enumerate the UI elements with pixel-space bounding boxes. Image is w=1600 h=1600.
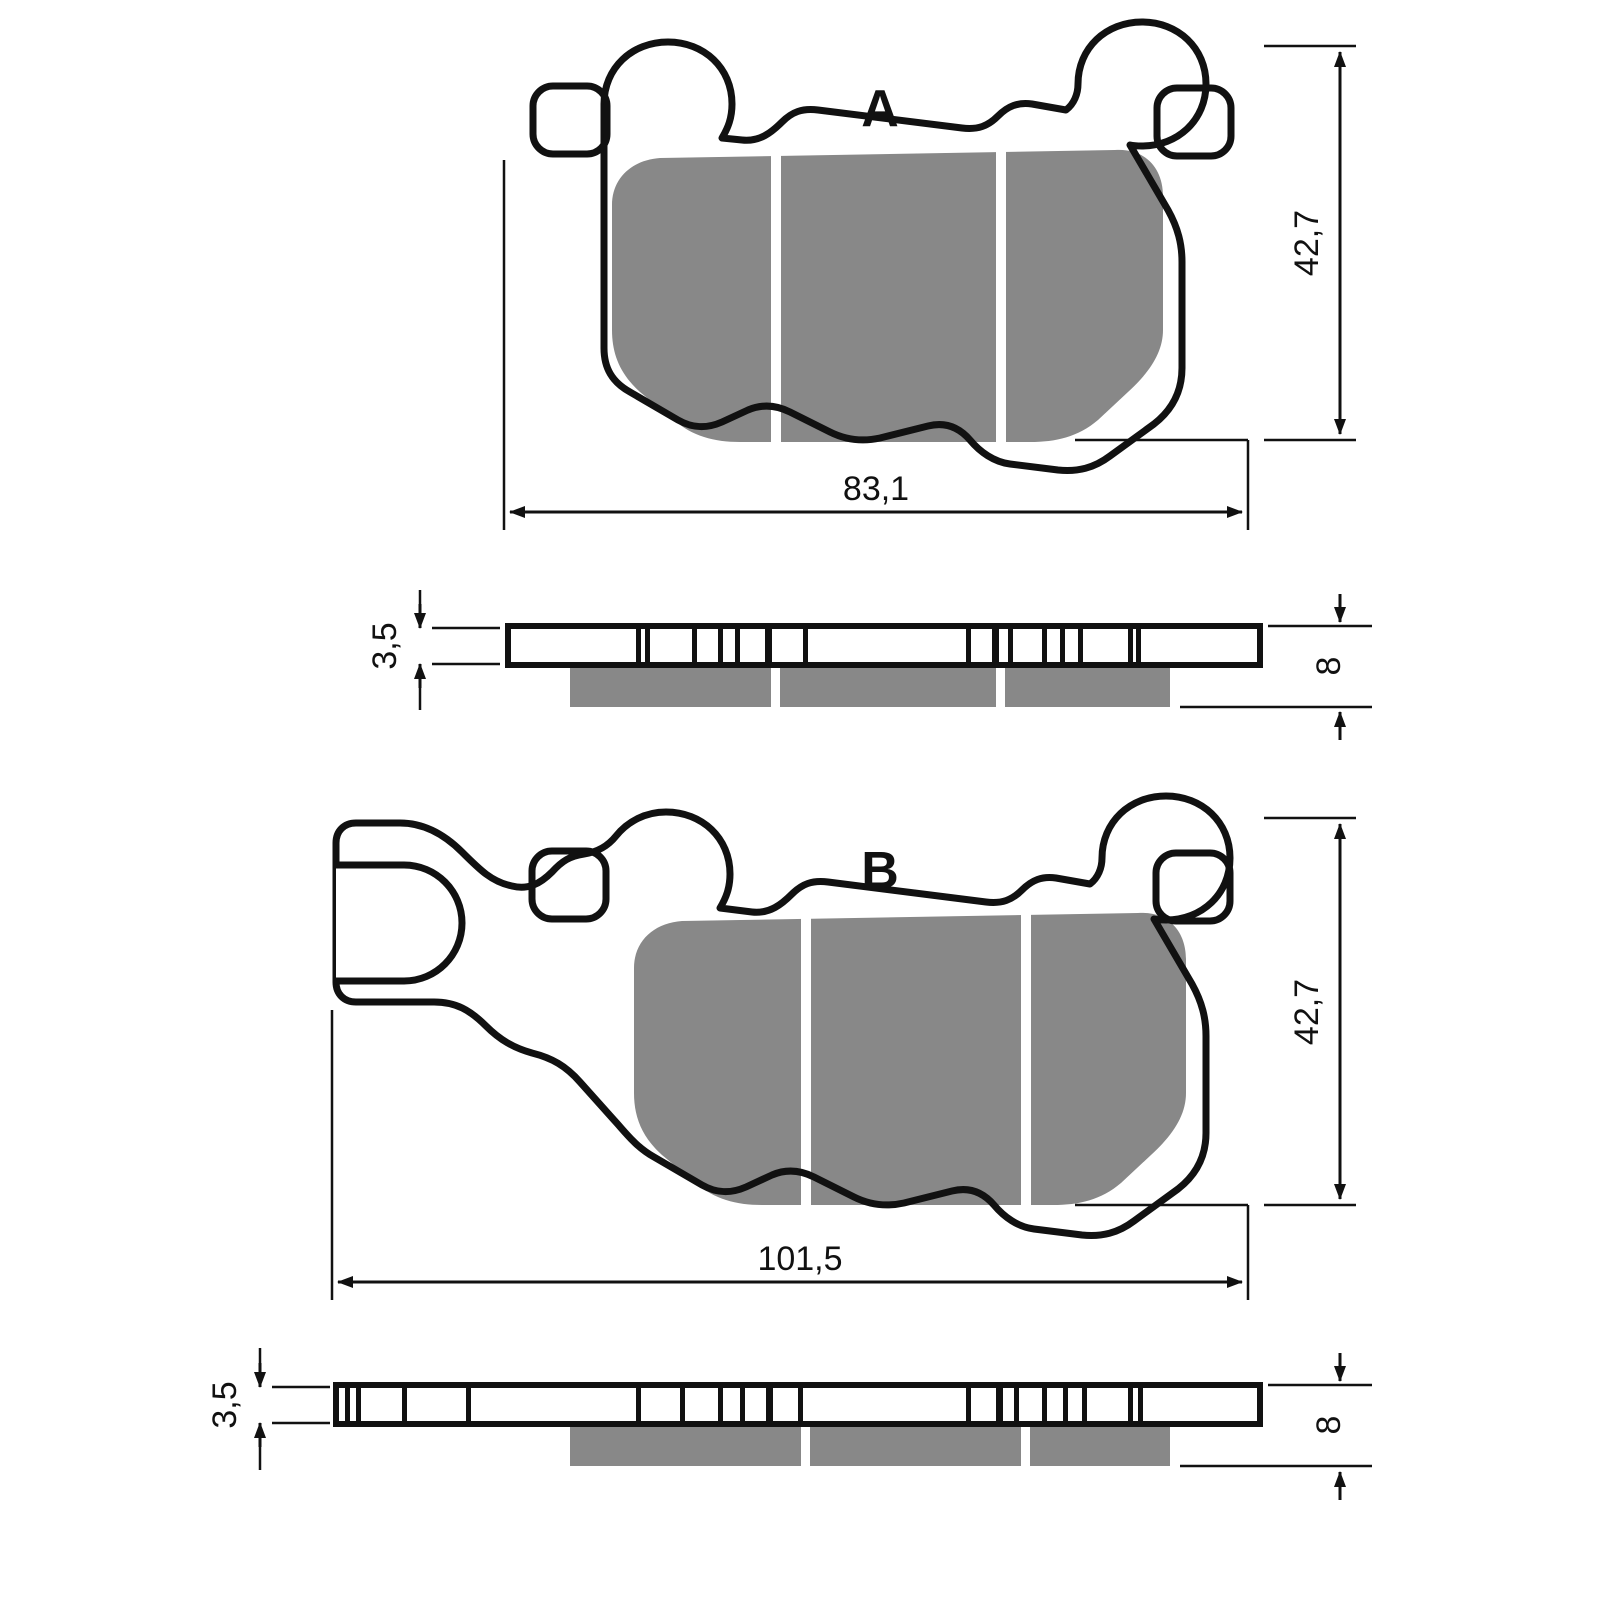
pad-b-friction-material xyxy=(634,911,1186,1207)
pad-b-letter-label: B xyxy=(861,842,899,900)
pad-a-friction-material xyxy=(612,148,1163,444)
pad-a-mount-hole-left xyxy=(529,82,611,158)
pad-a-plate-thickness-dimension: 3,5 xyxy=(366,590,500,710)
pad-a-letter-label: A xyxy=(861,80,899,138)
pad-b-side-tick-marks xyxy=(345,1388,1143,1421)
pad-a-mount-hole-right xyxy=(1153,84,1235,160)
pad-b-backing-plate-outline xyxy=(332,792,1234,1239)
pad-b-mount-hole-right xyxy=(1152,849,1234,925)
pad-b-friction-groove-1 xyxy=(801,911,811,1207)
pad-b-plate-thickness-value: 3,5 xyxy=(206,1381,244,1428)
pad-b-total-thickness-value: 8 xyxy=(1310,1416,1348,1435)
pad-a-friction-groove-2 xyxy=(996,148,1006,444)
pad-b-friction-groove-2 xyxy=(1021,911,1031,1207)
pad-b-side-view xyxy=(333,1382,1263,1466)
pad-b-side-friction-groove-1 xyxy=(801,1424,810,1466)
pad-a-friction-shape xyxy=(612,149,1163,442)
pad-b-front-view: B xyxy=(332,792,1234,1239)
pad-b-width-dimension: 101,5 xyxy=(330,1010,1250,1300)
pad-b-friction-shape xyxy=(634,912,1186,1205)
pad-a-side-tick-marks xyxy=(636,629,1141,662)
pad-a-width-dimension: 83,1 xyxy=(502,160,1250,530)
pad-b-mount-hole-left xyxy=(528,847,610,923)
pad-a-side-friction-groove-2 xyxy=(996,665,1005,707)
pad-b-total-thickness-dimension: 8 xyxy=(1180,1353,1372,1500)
pad-a-total-thickness-value: 8 xyxy=(1310,657,1348,676)
pad-a-plate-thickness-value: 3,5 xyxy=(366,622,404,669)
pad-a-backing-plate-outline xyxy=(600,18,1210,474)
pad-a-side-friction-groove-1 xyxy=(771,665,780,707)
pad-a-front-view: A xyxy=(529,18,1235,474)
pad-a-side-view xyxy=(505,623,1263,707)
pad-b-height-dimension: 42,7 xyxy=(1264,816,1356,1207)
pad-a-height-value: 42,7 xyxy=(1288,210,1326,276)
pad-b-fork-notch xyxy=(332,861,466,985)
pad-b-side-friction-groove-2 xyxy=(1021,1424,1030,1466)
pad-a-width-value: 83,1 xyxy=(843,470,909,508)
pad-b-width-value: 101,5 xyxy=(757,1240,842,1278)
pad-a-side-friction xyxy=(570,665,1170,707)
pad-b-height-value: 42,7 xyxy=(1288,979,1326,1045)
pad-a-height-dimension: 42,7 xyxy=(1264,44,1356,442)
pad-b-side-friction xyxy=(570,1424,1170,1466)
pad-b-plate-thickness-dimension: 3,5 xyxy=(206,1348,330,1470)
pad-a-side-backing-plate xyxy=(505,623,1263,668)
pad-a-total-thickness-dimension: 8 xyxy=(1180,594,1372,740)
pad-a-friction-groove-1 xyxy=(771,148,781,444)
